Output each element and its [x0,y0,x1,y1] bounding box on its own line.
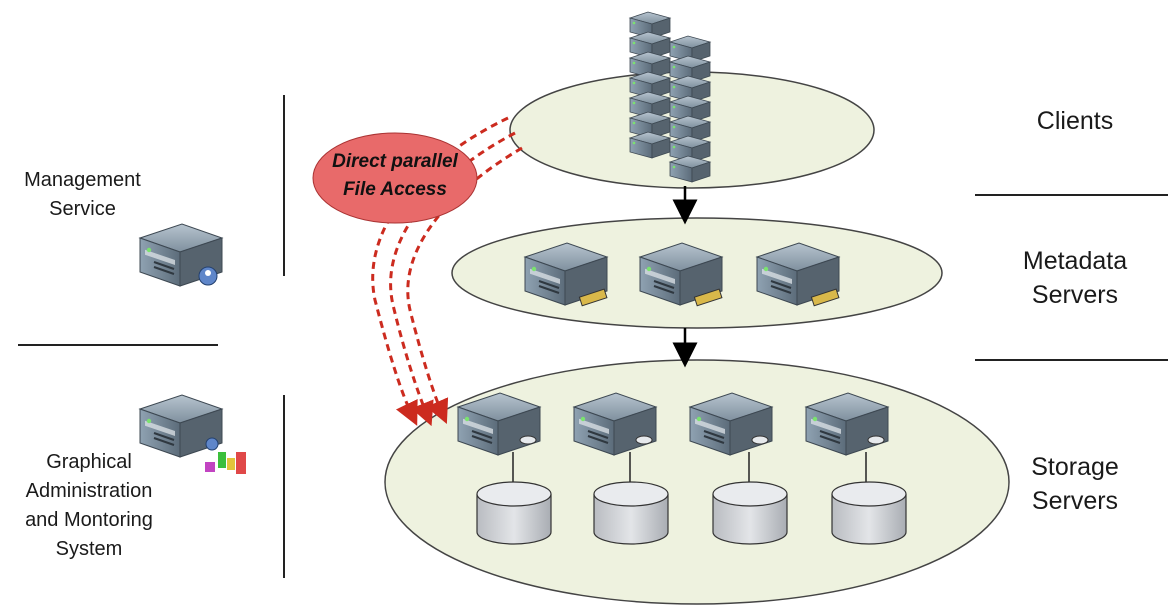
metadata-server-3 [756,242,840,307]
storage-unit-2 [573,392,669,545]
storage-unit-1 [457,392,552,545]
management-service-server [139,223,223,287]
management-service-label: Management Service [24,169,141,220]
storage-unit-3 [689,392,788,545]
client-rack-stack-front [669,35,711,183]
admin-monitoring-label: Graphical Administration and Montoring S… [25,451,153,560]
storage-tier-label: Storage Servers [1031,453,1119,515]
admin-monitoring-server [139,394,246,474]
clients-tier-label: Clients [1036,107,1114,135]
storage-tier-ellipse [384,359,1010,605]
storage-unit-4 [805,392,907,545]
metadata-tier-label: Metadata Servers [1022,247,1128,309]
client-rack-stack-back [629,11,671,159]
metadata-server-2 [639,242,723,307]
metadata-server-1 [524,242,608,307]
direct-access-label: Direct parallel File Access [332,151,458,200]
direct-access-oval [312,132,478,224]
